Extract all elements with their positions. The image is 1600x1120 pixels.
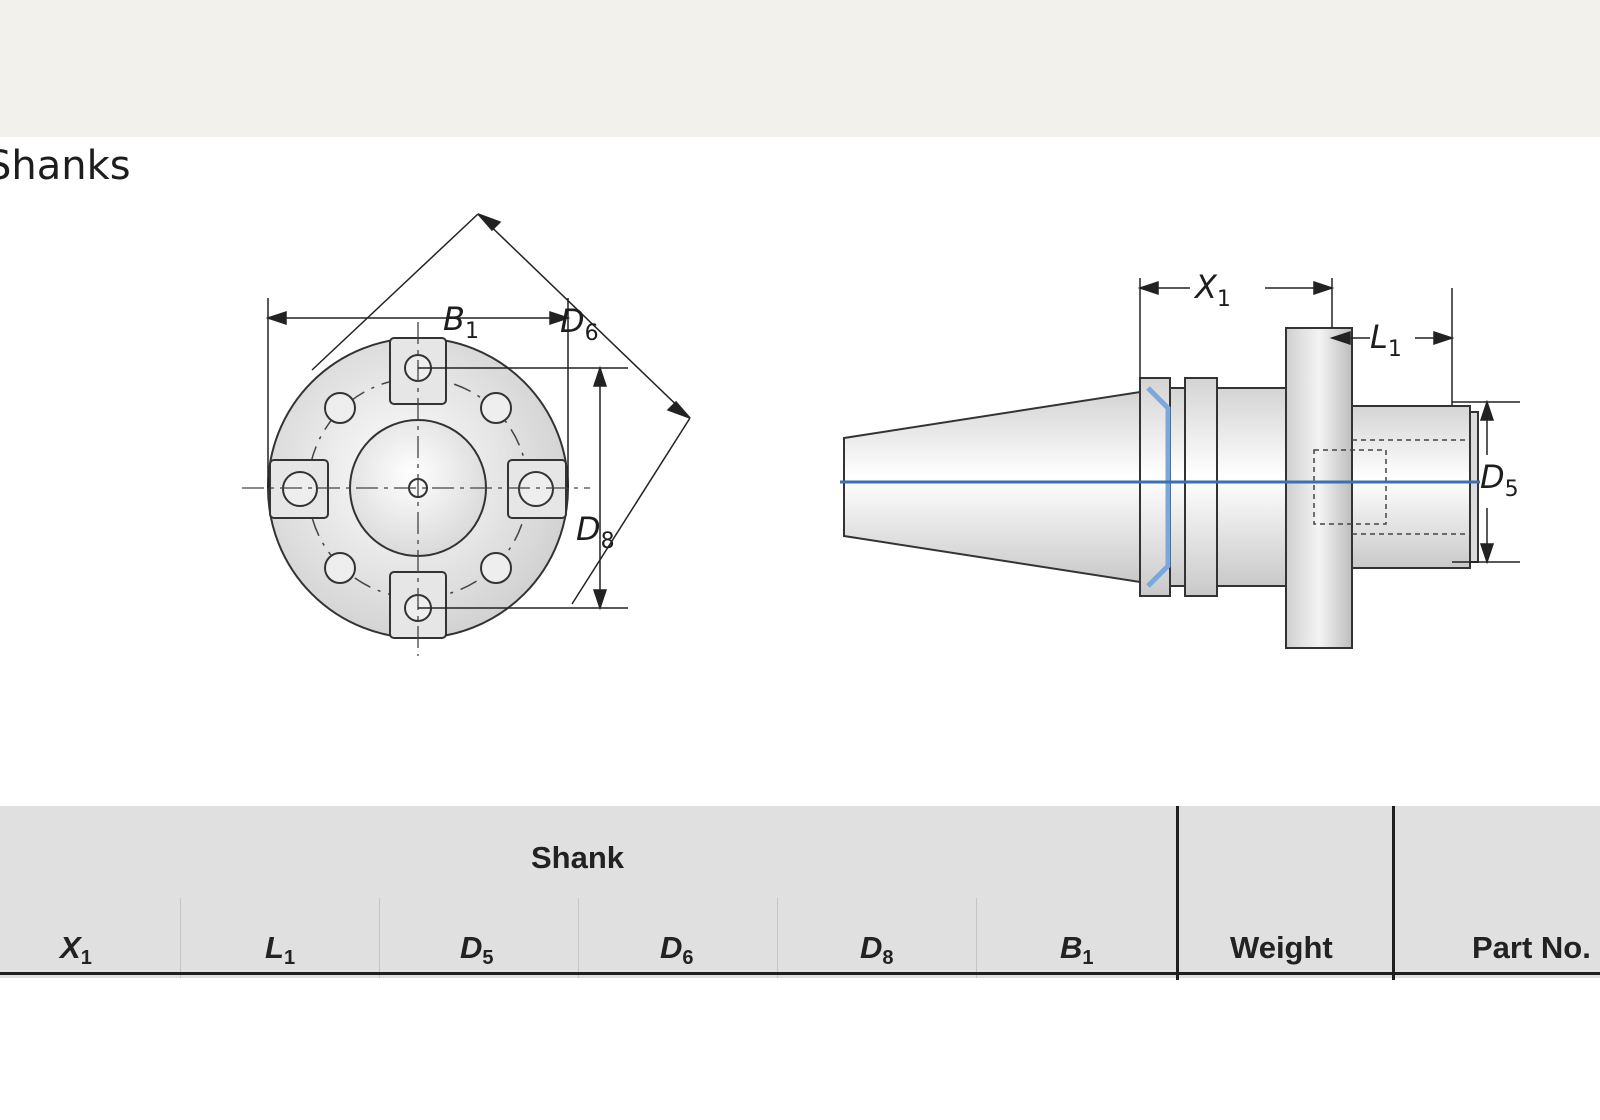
col-separator bbox=[379, 898, 380, 978]
arbor bbox=[1351, 405, 1471, 569]
v-flange bbox=[1139, 377, 1306, 597]
coolant-channel bbox=[1146, 386, 1171, 588]
col-x1: X1 bbox=[60, 930, 92, 969]
col-l1: L1 bbox=[265, 930, 296, 969]
side-view-drawing: X1 L1 D5 bbox=[840, 270, 1520, 649]
d6-label: D6 bbox=[560, 302, 599, 346]
d5-label: D5 bbox=[1480, 458, 1519, 502]
d8-label: D8 bbox=[576, 510, 615, 554]
centerlines bbox=[242, 322, 590, 656]
col-separator bbox=[180, 898, 181, 978]
dimension-lines bbox=[265, 213, 691, 611]
col-d6: D6 bbox=[660, 930, 694, 969]
arbor-end bbox=[1469, 411, 1479, 563]
col-b1: B1 bbox=[1060, 930, 1094, 969]
shank-table-header: Shank X1 L1 D5 D6 D8 B1 Weight Part No. bbox=[0, 806, 1600, 980]
part-separator bbox=[1392, 806, 1395, 980]
x1-label: X1 bbox=[1193, 270, 1231, 312]
shank-group-header: Shank bbox=[531, 840, 625, 875]
col-part-no: Part No. bbox=[1472, 930, 1591, 965]
page-title: Shanks bbox=[0, 143, 131, 189]
col-weight: Weight bbox=[1230, 930, 1333, 965]
front-view-drawing: B1 D6 D8 bbox=[242, 213, 691, 656]
taper bbox=[843, 390, 1141, 584]
l1-label: L1 bbox=[1370, 318, 1402, 362]
table-bottom-rule bbox=[0, 972, 1600, 975]
weight-separator bbox=[1176, 806, 1179, 980]
col-separator bbox=[976, 898, 977, 978]
title-text: Shanks bbox=[0, 143, 131, 189]
col-separator bbox=[578, 898, 579, 978]
face-flange bbox=[1285, 327, 1353, 649]
side-dimension-lines bbox=[1137, 278, 1520, 565]
screw-hidden bbox=[1313, 439, 1470, 535]
col-d5: D5 bbox=[460, 930, 494, 969]
col-d8: D8 bbox=[860, 930, 894, 969]
b1-label: B1 bbox=[443, 300, 479, 344]
col-separator bbox=[777, 898, 778, 978]
